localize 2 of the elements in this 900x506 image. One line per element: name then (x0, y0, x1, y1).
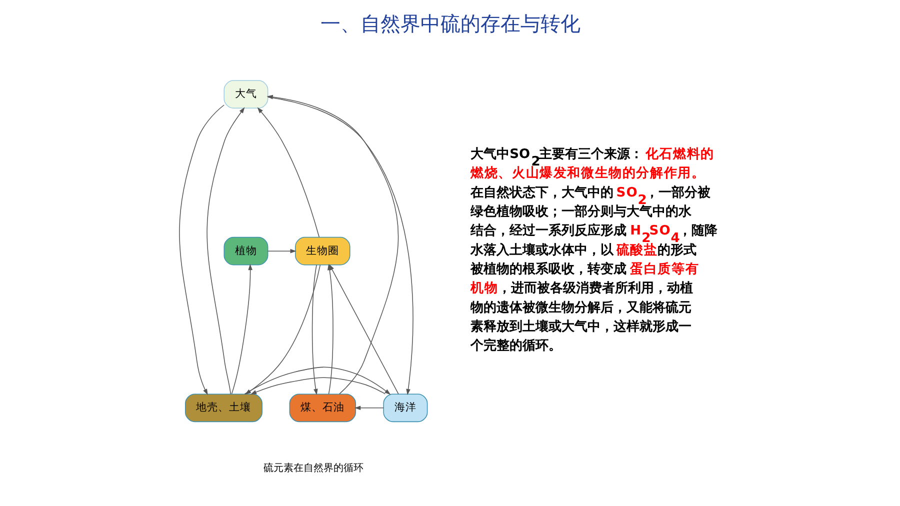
caption: 硫元素在自然界的循环 (262, 463, 363, 474)
diagram-title: 一、自然界中硫的存在与转化 (320, 12, 580, 36)
